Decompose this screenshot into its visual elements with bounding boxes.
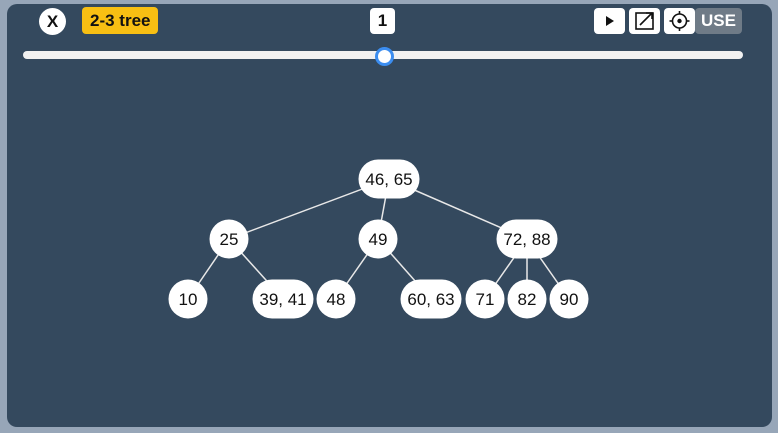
use-button[interactable]: USE	[695, 8, 742, 34]
tree-node-90[interactable]: 90	[549, 279, 589, 319]
crosshair-icon	[669, 11, 690, 31]
tree-node-39-41[interactable]: 39, 41	[252, 279, 314, 319]
tree-node-shape	[507, 279, 547, 319]
tree-node-shape	[549, 279, 589, 319]
tree-node-label: 39, 41	[259, 290, 306, 309]
tree-node-71[interactable]: 71	[465, 279, 505, 319]
tree-node-label: 25	[220, 230, 239, 249]
tree-node-shape	[209, 219, 249, 259]
tree-node-label: 60, 63	[407, 290, 454, 309]
tree-node-shape	[168, 279, 208, 319]
tree-node-shape	[465, 279, 505, 319]
play-button[interactable]	[594, 8, 625, 34]
tree-node-label: 10	[179, 290, 198, 309]
external-link-icon	[635, 12, 654, 30]
tree-node-shape	[496, 219, 558, 259]
title-badge: 2-3 tree	[82, 7, 159, 34]
recenter-button[interactable]	[664, 8, 695, 34]
play-icon	[606, 16, 614, 26]
tree-node-label: 71	[476, 290, 495, 309]
step-slider-thumb[interactable]	[375, 47, 394, 66]
step-counter: 1	[370, 8, 395, 34]
tree-node-shape	[316, 279, 356, 319]
visualizer-panel	[7, 4, 772, 427]
close-button[interactable]: X	[39, 8, 66, 35]
tree-node-label: 82	[518, 290, 537, 309]
open-external-button[interactable]	[629, 8, 660, 34]
tree-node-72-88[interactable]: 72, 88	[496, 219, 558, 259]
tree-node-label: 90	[560, 290, 579, 309]
tree-node-25[interactable]: 25	[209, 219, 249, 259]
tree-node-shape	[358, 219, 398, 259]
tree-node-label: 72, 88	[503, 230, 550, 249]
tree-node-label: 49	[369, 230, 388, 249]
tree-node-label: 48	[327, 290, 346, 309]
tree-node-10[interactable]: 10	[168, 279, 208, 319]
tree-node-label: 46, 65	[365, 170, 412, 189]
tree-node-49[interactable]: 49	[358, 219, 398, 259]
tree-node-46-65[interactable]: 46, 65	[358, 159, 420, 199]
tree-node-82[interactable]: 82	[507, 279, 547, 319]
tree-node-shape	[252, 279, 314, 319]
tree-node-shape	[358, 159, 420, 199]
tree-node-shape	[400, 279, 462, 319]
tree-node-48[interactable]: 48	[316, 279, 356, 319]
tree-node-60-63[interactable]: 60, 63	[400, 279, 462, 319]
